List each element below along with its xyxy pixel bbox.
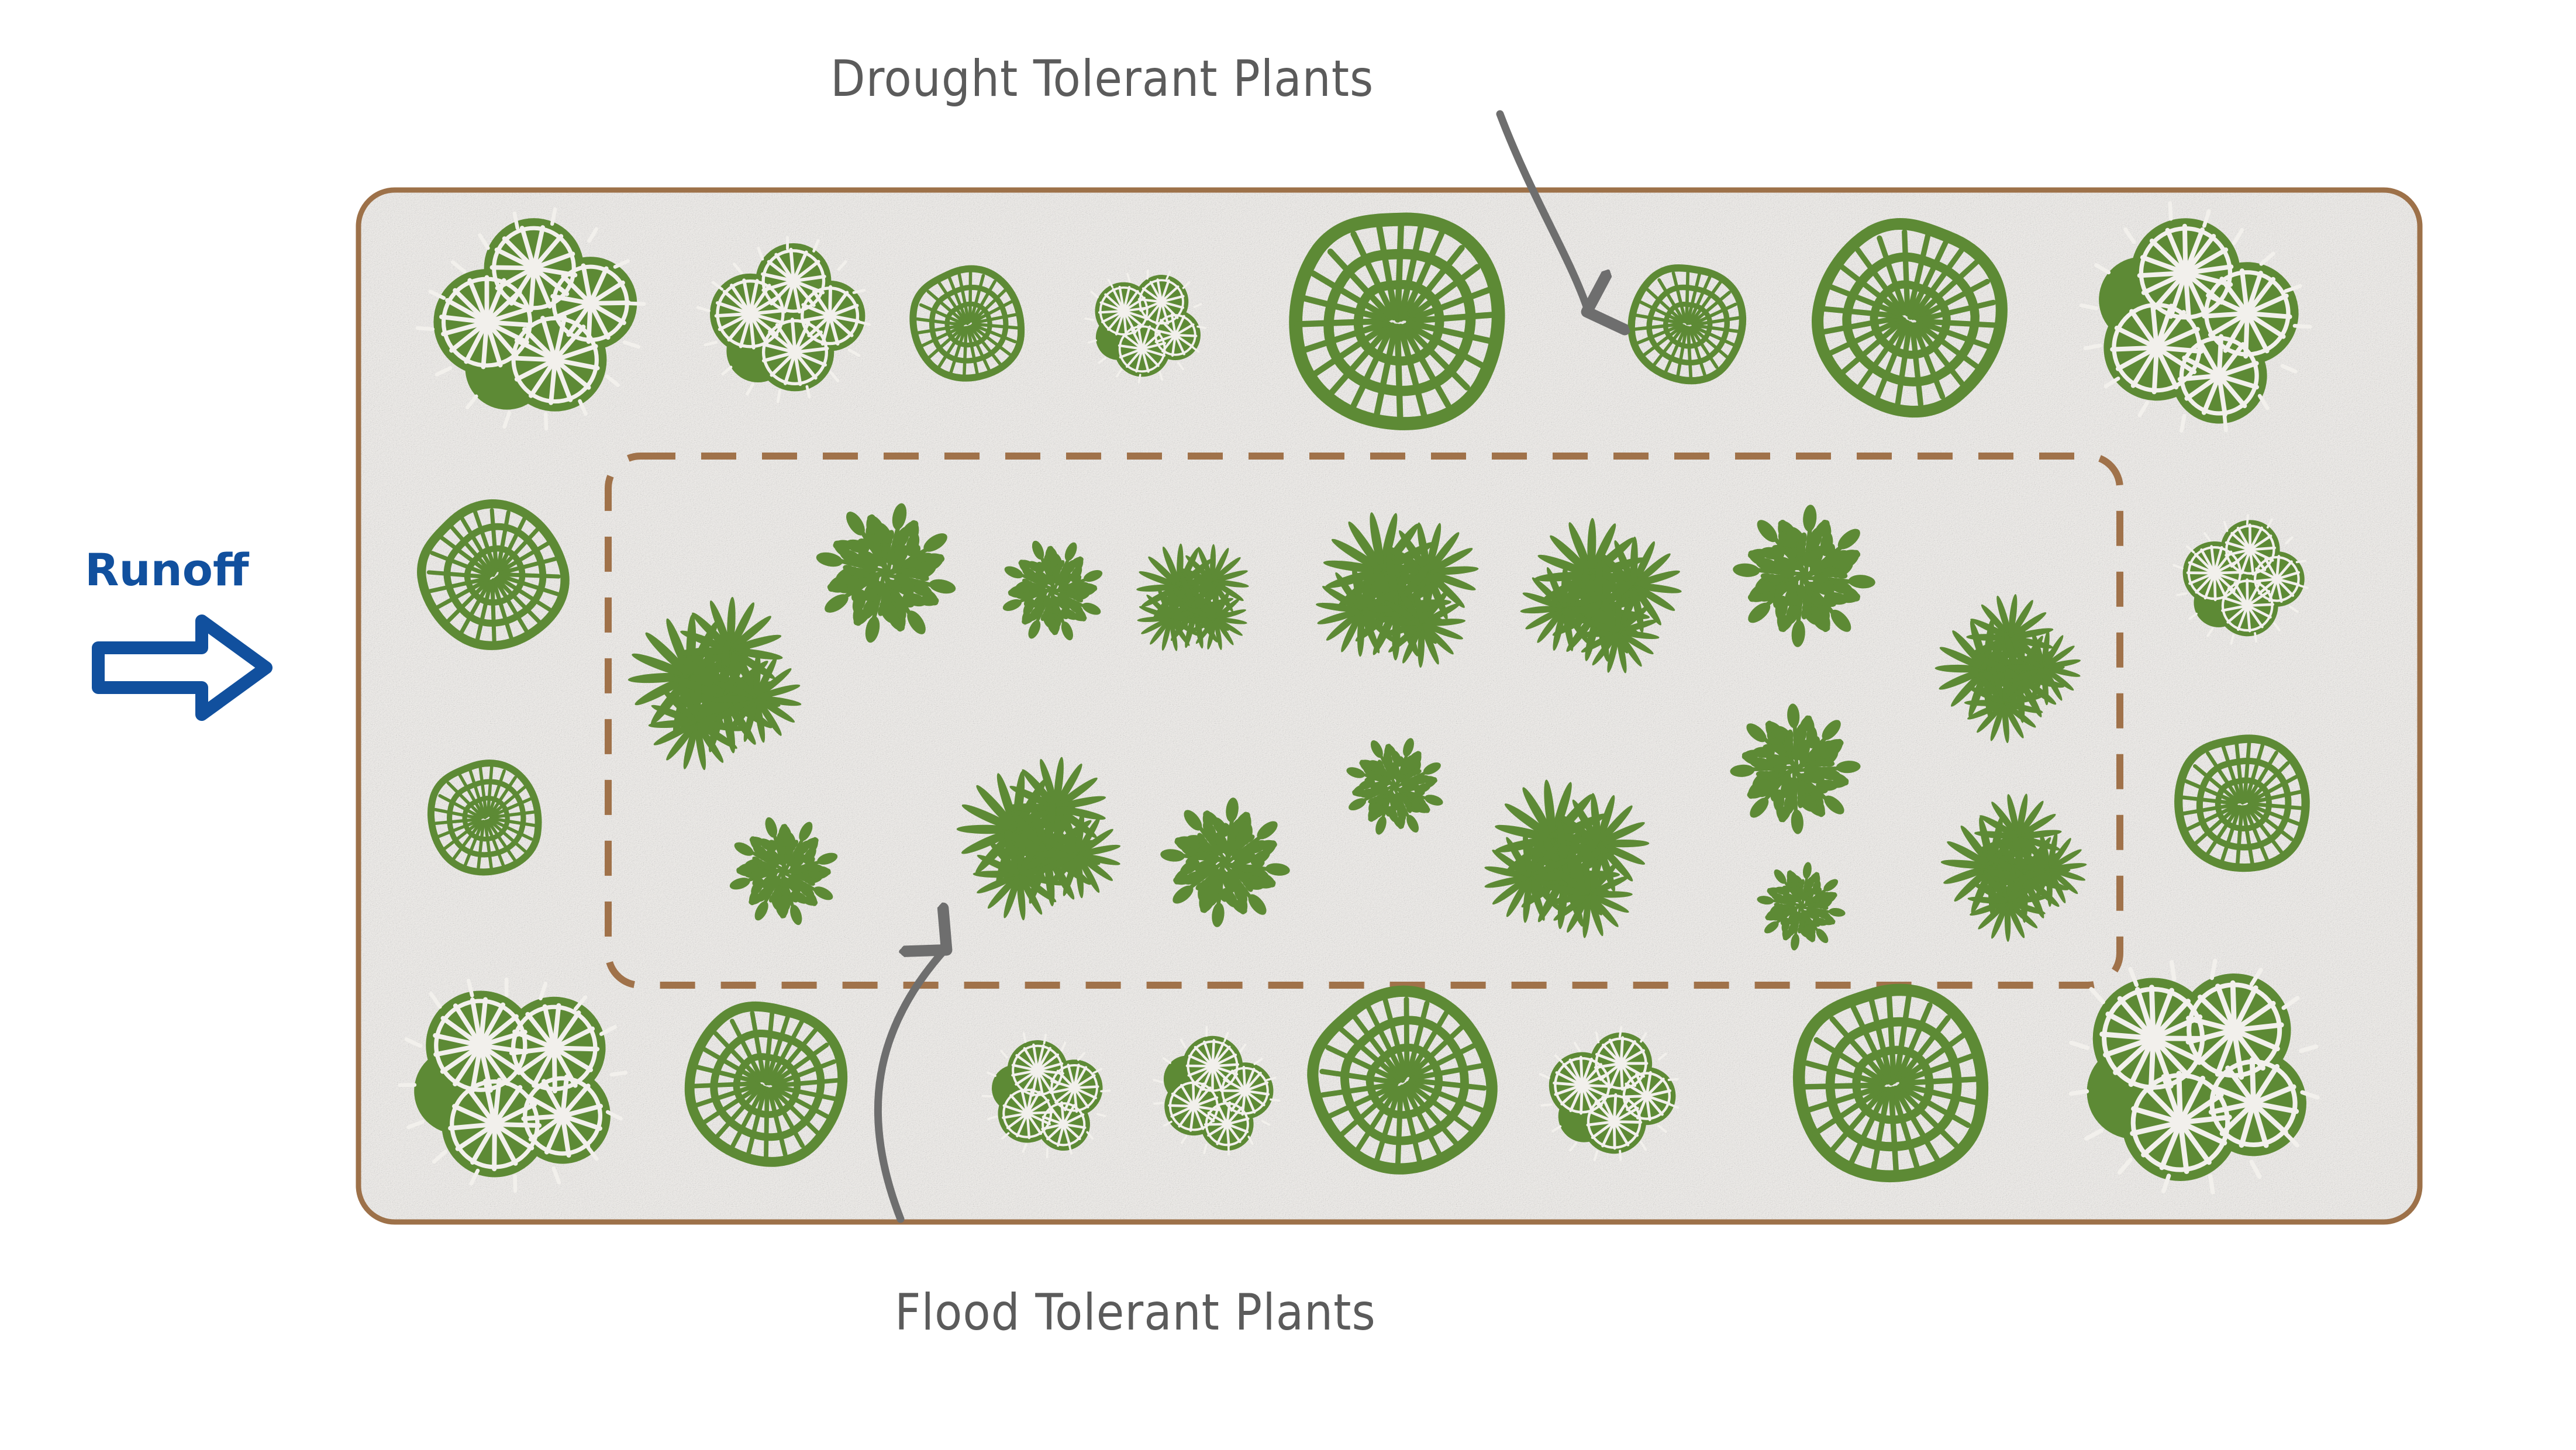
runoff-arrow-icon: [92, 614, 273, 721]
drought-callout-arrow: [1496, 110, 1588, 310]
runoff-label: Runoff: [85, 544, 249, 596]
flood-callout-arrow: [874, 950, 944, 1223]
flood-zone-boundary: [605, 453, 2123, 989]
flood-label: Flood Tolerant Plants: [895, 1283, 1376, 1342]
callout-arrow-group: [874, 110, 1588, 1223]
drought-label: Drought Tolerant Plants: [830, 50, 1374, 108]
bed-border: [356, 187, 2423, 1225]
